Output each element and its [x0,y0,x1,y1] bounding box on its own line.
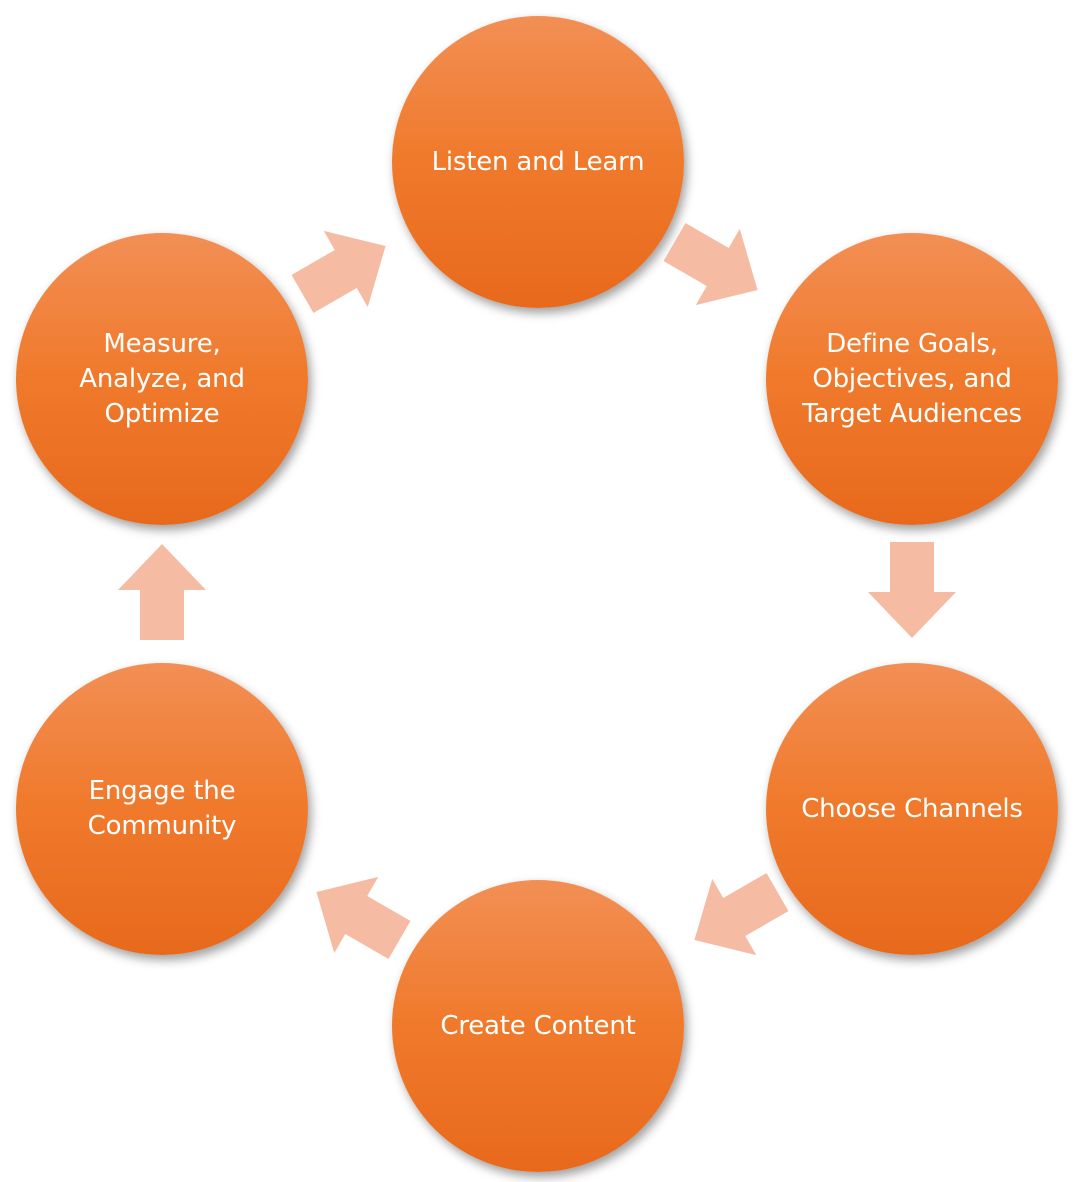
arrow-left-down-icon [694,872,789,956]
arrow-down-icon [868,542,956,638]
arrow-left-up-icon [316,876,411,960]
stage-measure-analyze-optimize: Measure, Analyze, and Optimize [16,233,308,525]
stage-label: Create Content [440,1010,636,1041]
stage-engage-the-community: Engage the Community [16,663,308,955]
stage-label: Choose Channels [801,793,1023,824]
stage-create-content: Create Content [392,880,684,1172]
arrow-right-down-icon [663,222,758,306]
stage-define-goals: Define Goals, Objectives, and Target Aud… [766,233,1058,525]
stage-label: Define Goals, Objectives, and Target Aud… [802,328,1022,429]
stage-label: Listen and Learn [431,146,645,177]
stage-label: Engage the Community [87,776,237,841]
arrow-up-icon [118,544,206,640]
stage-choose-channels: Choose Channels [766,663,1058,955]
stage-listen-and-learn: Listen and Learn [392,16,684,308]
stage-label: Measure, Analyze, and Optimize [79,328,245,429]
arrow-right-up-icon [291,230,386,314]
